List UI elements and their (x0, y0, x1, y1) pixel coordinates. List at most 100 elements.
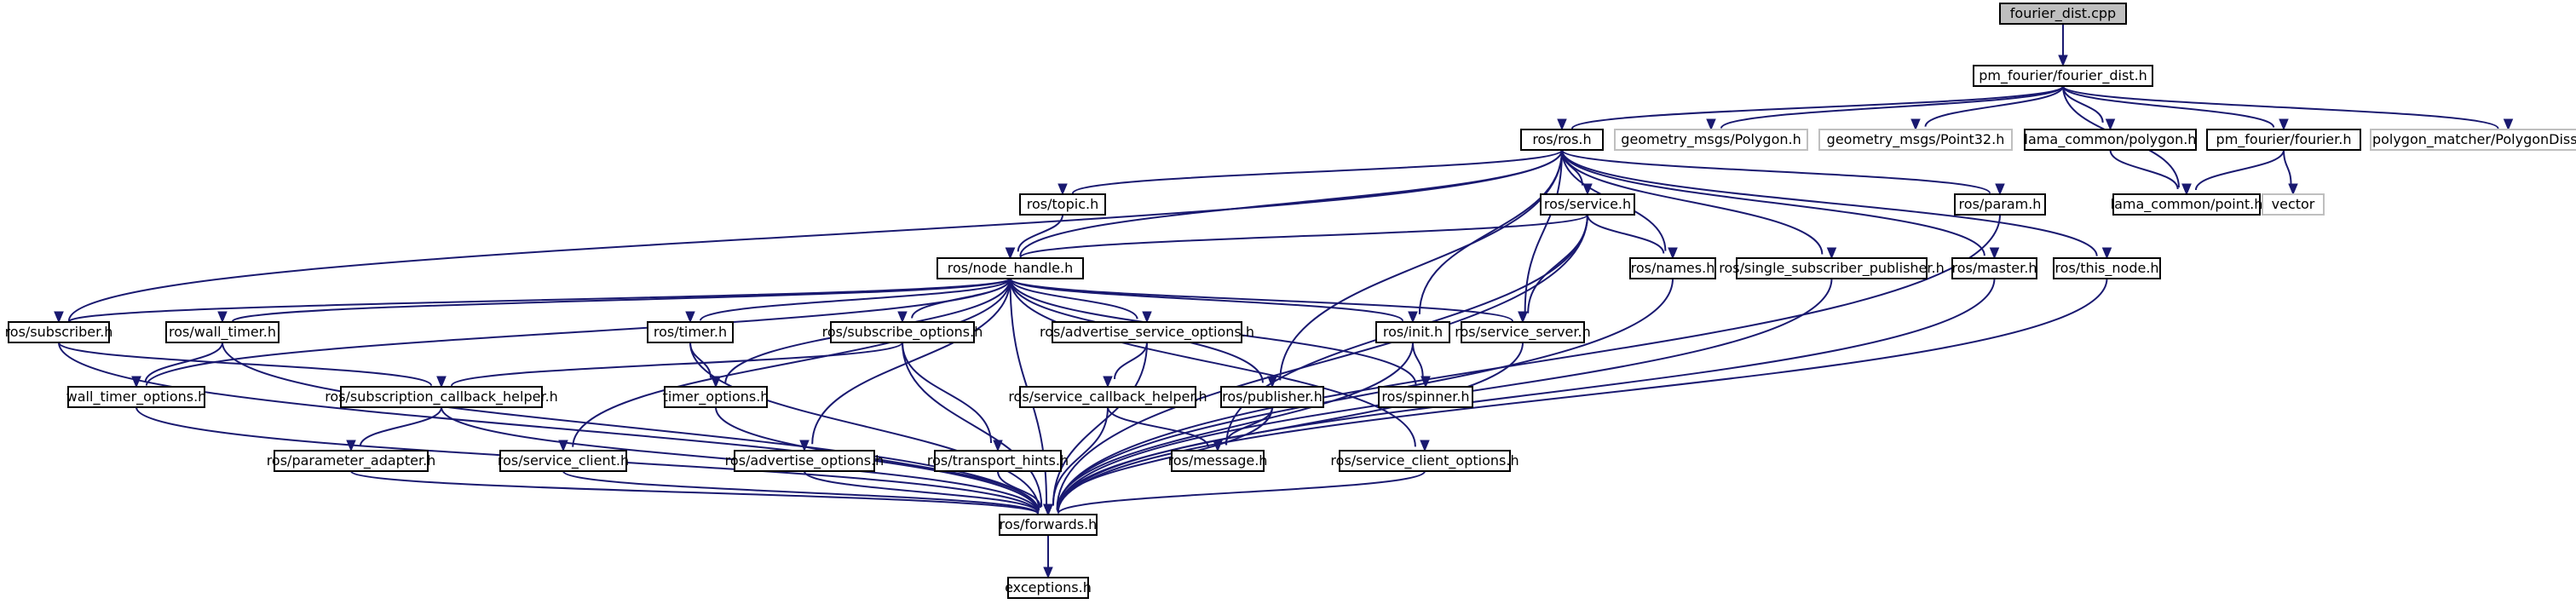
edge-arrowhead (1267, 376, 1277, 388)
edge-line (1057, 214, 2001, 512)
node-geom-point32: geometry_msgs/Point32.h (1818, 129, 2013, 151)
node-label: ros/publisher.h (1222, 388, 1323, 405)
edge-ros_ros_h-to-ros_publisher (1267, 149, 1563, 388)
node-ros-subscribe-options[interactable]: ros/subscribe_options.h (822, 321, 983, 343)
node-ros-forwards[interactable]: ros/forwards.h (999, 514, 1098, 536)
edge-line (804, 470, 1040, 514)
edge-line (1017, 214, 1063, 252)
node-layer: fourier_dist.cpp pm_fourier/fourier_dist.… (5, 3, 2576, 599)
edge-line (902, 342, 1043, 507)
edge-arrowhead (1989, 247, 2000, 260)
edge-line (58, 342, 1040, 513)
node-ros-spinner[interactable]: ros/spinner.h (1378, 386, 1473, 408)
edge-arrowhead (897, 311, 908, 324)
node-wall-timer-options[interactable]: wall_timer_options.h (66, 386, 207, 408)
node-ros-timer[interactable]: ros/timer.h (647, 321, 734, 343)
node-label: ros/wall_timer.h (169, 324, 276, 341)
node-ros-param[interactable]: ros/param.h (1954, 193, 2046, 216)
node-ros-adv-srv-options[interactable]: ros/advertise_service_options.h (1040, 321, 1254, 343)
edge-line (562, 470, 1040, 515)
node-box (999, 514, 1098, 536)
node-ros-names[interactable]: ros/names.h (1629, 257, 1716, 279)
edge-arrowhead (2181, 183, 2192, 196)
node-ros-srv-cb-helper[interactable]: ros/service_callback_helper.h (1008, 386, 1207, 408)
edge-line (1057, 342, 1524, 511)
node-timer-options[interactable]: timer_options.h (663, 386, 769, 408)
edge-line (1009, 278, 1404, 322)
node-ros-service-server[interactable]: ros/service_server.h (1455, 321, 1591, 343)
node-label: ros/parameter_adapter.h (267, 452, 436, 469)
edge-arrowhead (346, 440, 356, 452)
node-vector: vector (2262, 193, 2325, 216)
edge-line (2194, 149, 2285, 191)
edge-line (1052, 406, 1109, 506)
edge-ros_service_server-to-ros_forwards (1043, 342, 1524, 516)
node-ros-this-node[interactable]: ros/this_node.h (2053, 257, 2161, 279)
edge-arrowhead (1043, 567, 1053, 579)
edge-fourier_dist_h-to-pm_fourier_h (2062, 85, 2289, 131)
node-box (1951, 257, 2037, 279)
node-label: ros/ros.h (1532, 131, 1591, 147)
edge-arrowhead (1668, 247, 1678, 260)
node-lama-polygon[interactable]: lama_common/polygon.h (2024, 129, 2197, 151)
edge-line (2062, 85, 2275, 129)
node-ros-service-client[interactable]: ros/service_client.h (498, 450, 629, 472)
edge-ros_param_adapter-to-ros_forwards (350, 470, 1053, 516)
node-ros-transport-hints[interactable]: ros/transport_hints.h (927, 450, 1069, 472)
node-ros-topic[interactable]: ros/topic.h (1019, 193, 1106, 216)
edge-line (1056, 214, 1588, 510)
node-ros-node-handle[interactable]: ros/node_handle.h (936, 257, 1084, 279)
node-pm-fourier-h[interactable]: pm_fourier/fourier.h (2206, 129, 2361, 151)
edge-arrowhead (2105, 118, 2116, 131)
edge-line (689, 342, 1040, 510)
edge-line (715, 406, 1040, 512)
edge-pm_fourier_h-to-lama_point (2181, 149, 2285, 196)
node-box (647, 321, 734, 343)
node-fourier-dist-cpp[interactable]: fourier_dist.cpp (1999, 3, 2127, 25)
edge-arrowhead (685, 311, 695, 324)
node-geom-polygon: geometry_msgs/Polygon.h (1614, 129, 1808, 151)
edge-line (1052, 342, 1148, 506)
edge-arrowhead (1995, 183, 2005, 196)
node-box (1171, 450, 1265, 472)
edge-ros_ros_h-to-ros_service_server (1518, 149, 1563, 324)
edge-line (1720, 85, 2064, 129)
edge-ros_ros_h-to-ros_single_sub_pub (1561, 149, 1837, 260)
node-label: lama_common/point.h (2111, 196, 2263, 213)
node-box (1999, 3, 2127, 25)
edge-line (572, 278, 1011, 447)
node-poly-dissim: polygon_matcher/PolygonDissimilarity.h (2370, 129, 2576, 151)
node-ros-publisher[interactable]: ros/publisher.h (1220, 386, 1324, 408)
edge-ros_node_handle-to-ros_wall_timer (217, 278, 1011, 324)
node-ros-subscriber[interactable]: ros/subscriber.h (5, 321, 113, 343)
node-lama-point[interactable]: lama_common/point.h (2111, 193, 2263, 216)
node-box (1629, 257, 1716, 279)
node-ros-ros-h[interactable]: ros/ros.h (1520, 129, 1604, 151)
node-ros-sub-cb-helper[interactable]: ros/subscription_callback_helper.h (325, 386, 558, 408)
edge-line (1924, 85, 2064, 127)
node-ros-single-sub-pub[interactable]: ros/single_subscriber_publisher.h (1719, 257, 1945, 279)
node-ros-adv-options[interactable]: ros/advertise_options.h (725, 450, 885, 472)
edge-ros_subscribe_options-to-ros_sub_cb_helper (436, 342, 903, 388)
edge-fourier_dist_cpp-to-fourier_dist_h (2058, 24, 2068, 67)
node-label: ros/service_client.h (498, 452, 629, 469)
node-exceptions[interactable]: exceptions.h (1005, 577, 1092, 599)
node-label: ros/forwards.h (1000, 516, 1098, 532)
node-ros-master[interactable]: ros/master.h (1951, 257, 2037, 279)
edge-line (1418, 149, 1563, 314)
node-label: ros/param.h (1959, 196, 2042, 212)
node-ros-srv-client-options[interactable]: ros/service_client_options.h (1330, 450, 1519, 472)
node-ros-param-adapter[interactable]: ros/parameter_adapter.h (267, 450, 436, 472)
node-fourier-dist-h[interactable]: pm_fourier/fourier_dist.h (1973, 65, 2153, 87)
node-ros-service[interactable]: ros/service.h (1540, 193, 1635, 216)
edge-line (144, 342, 223, 383)
node-ros-message[interactable]: ros/message.h (1168, 450, 1268, 472)
edge-fourier_dist_h-to-geom_point32 (1910, 85, 2064, 131)
node-label: ros/names.h (1631, 260, 1715, 276)
edge-arrowhead (1518, 311, 1528, 324)
node-ros-wall-timer[interactable]: ros/wall_timer.h (165, 321, 279, 343)
node-label: ros/timer.h (654, 324, 727, 340)
node-ros-init[interactable]: ros/init.h (1375, 321, 1450, 343)
node-label: exceptions.h (1005, 579, 1092, 595)
